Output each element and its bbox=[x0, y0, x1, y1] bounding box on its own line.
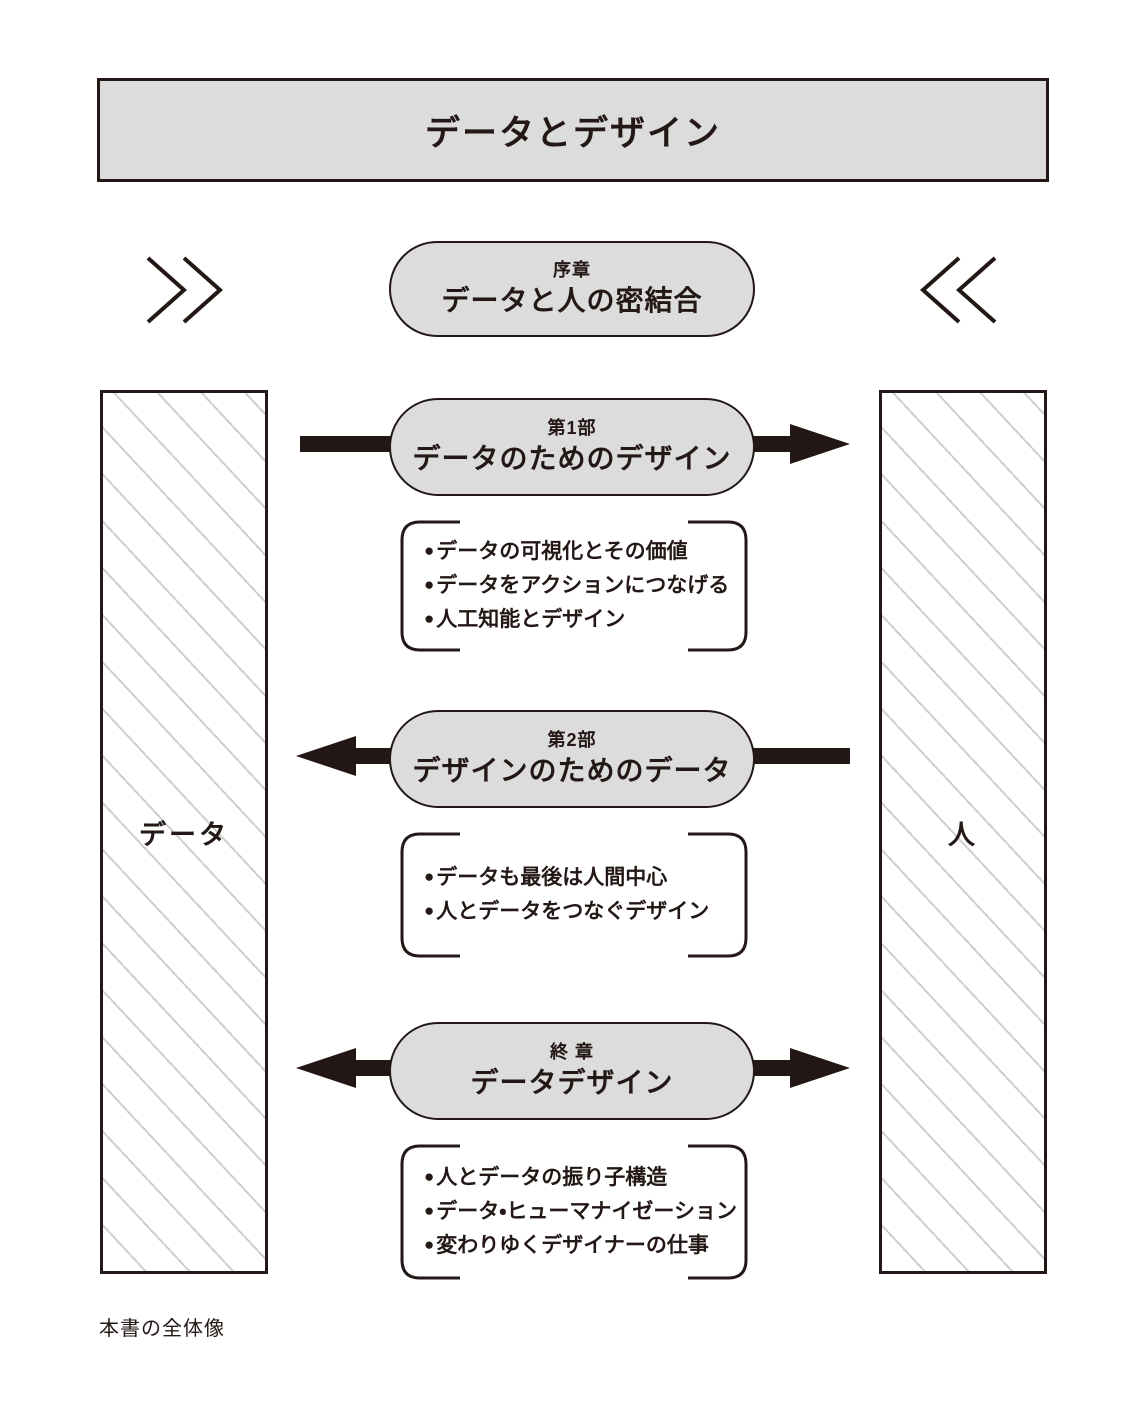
bracket-outline bbox=[400, 1144, 748, 1280]
list-item: ●人とデータの振り子構造 bbox=[424, 1161, 750, 1195]
section-kicker: 第1部 bbox=[547, 417, 597, 438]
list-item: ●人とデータをつなぐデザイン bbox=[424, 895, 750, 929]
list-item: ●データをアクションにつなげる bbox=[424, 569, 750, 603]
section-kicker: 第2部 bbox=[547, 729, 597, 750]
section-title: デザインのためのデータ bbox=[412, 754, 732, 786]
list-item: ●データの可視化とその価値 bbox=[424, 535, 750, 569]
diagram-title-banner: データとデザイン bbox=[97, 78, 1049, 182]
topic-list: ●データの可視化とその価値 ●データをアクションにつなげる ●人工知能とデザイン bbox=[398, 518, 750, 654]
section-title: データと人の密結合 bbox=[441, 284, 703, 316]
column-data: データ bbox=[100, 390, 268, 1274]
list-item-label: 人とデータの振り子構造 bbox=[436, 1165, 668, 1189]
list-item: ●変わりゆくデザイナーの仕事 bbox=[424, 1229, 750, 1263]
column-data-label: データ bbox=[139, 819, 229, 850]
list-item-label: データ・ヒューマナイゼーション bbox=[436, 1199, 737, 1223]
list-item-label: データの可視化とその価値 bbox=[436, 539, 688, 563]
section-kicker: 終 章 bbox=[549, 1041, 594, 1062]
topic-bracket-epilogue: ●人とデータの振り子構造 ●データ・ヒューマナイゼーション ●変わりゆくデザイナ… bbox=[398, 1142, 750, 1282]
section-pill-part2[interactable]: 第2部 デザインのためのデータ bbox=[389, 710, 755, 808]
bullet-marker: ● bbox=[424, 866, 435, 886]
section-kicker: 序章 bbox=[553, 259, 591, 280]
bullet-marker: ● bbox=[424, 540, 435, 560]
list-item-label: データをアクションにつなげる bbox=[436, 573, 730, 597]
bullet-marker: ● bbox=[424, 609, 435, 628]
list-item: ●人工知能とデザイン bbox=[424, 603, 750, 637]
bullet-marker: ● bbox=[424, 901, 435, 920]
topic-list: ●人とデータの振り子構造 ●データ・ヒューマナイゼーション ●変わりゆくデザイナ… bbox=[398, 1142, 750, 1282]
list-item-label: 変わりゆくデザイナーの仕事 bbox=[436, 1234, 709, 1257]
column-people: 人 bbox=[879, 390, 1047, 1274]
topic-bracket-part2: ●データも最後は人間中心 ●人とデータをつなぐデザイン bbox=[398, 830, 750, 960]
section-title: データのためのデザイン bbox=[412, 442, 732, 474]
figure-caption: 本書の全体像 bbox=[99, 1318, 225, 1340]
double-chevron-left-icon bbox=[915, 250, 1035, 330]
column-people-label: 人 bbox=[948, 819, 978, 850]
list-item-label: 人工知能とデザイン bbox=[436, 608, 626, 631]
topic-bracket-part1: ●データの可視化とその価値 ●データをアクションにつなげる ●人工知能とデザイン bbox=[398, 518, 750, 654]
list-item-label: データも最後は人間中心 bbox=[436, 865, 668, 889]
bullet-marker: ● bbox=[424, 1200, 435, 1220]
list-item: ●データ・ヒューマナイゼーション bbox=[424, 1195, 750, 1229]
section-pill-prologue[interactable]: 序章 データと人の密結合 bbox=[389, 241, 755, 337]
bracket-outline bbox=[400, 520, 748, 652]
double-chevron-right-icon bbox=[140, 250, 260, 330]
topic-list: ●データも最後は人間中心 ●人とデータをつなぐデザイン bbox=[398, 830, 750, 960]
page-title: データとデザイン bbox=[424, 113, 721, 153]
bullet-marker: ● bbox=[424, 1166, 435, 1186]
bullet-marker: ● bbox=[424, 574, 435, 594]
section-title: データデザイン bbox=[470, 1066, 674, 1098]
section-pill-epilogue[interactable]: 終 章 データデザイン bbox=[389, 1022, 755, 1120]
bracket-outline bbox=[400, 832, 748, 958]
list-item-label: 人とデータをつなぐデザイン bbox=[436, 900, 710, 923]
section-pill-part1[interactable]: 第1部 データのためのデザイン bbox=[389, 398, 755, 496]
bullet-marker: ● bbox=[424, 1235, 435, 1254]
list-item: ●データも最後は人間中心 bbox=[424, 861, 750, 895]
